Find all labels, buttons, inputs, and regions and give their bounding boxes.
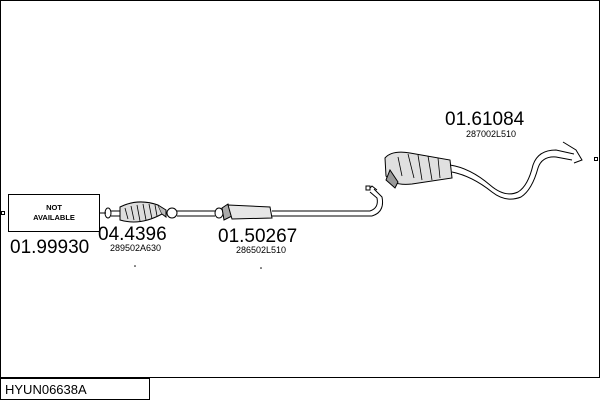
oe-number-label: 287002L510 xyxy=(466,129,517,139)
oe-number-label: 289502A630 xyxy=(110,243,162,253)
right-frame-tick xyxy=(594,157,598,161)
oe-number-label: 286502L510 xyxy=(236,245,287,255)
front-connector-pipe xyxy=(100,207,112,219)
left-frame-tick xyxy=(1,211,5,215)
part-number-label[interactable]: 04.4396 xyxy=(98,224,167,245)
middle-silencer-icon xyxy=(214,203,372,221)
marker-dot xyxy=(260,267,262,269)
part-number-label[interactable]: 01.61084 xyxy=(445,109,525,130)
rear-silencer-icon xyxy=(384,141,583,200)
diagram-border xyxy=(0,0,600,378)
intermediate-pipe xyxy=(365,185,383,217)
part-number-label[interactable]: 01.99930 xyxy=(10,237,90,258)
marker-dot xyxy=(134,265,136,267)
part-number-label[interactable]: 01.50267 xyxy=(218,226,298,247)
reference-code: HYUN06638A xyxy=(5,381,87,397)
not-available-text: NOT AVAILABLE xyxy=(33,202,75,223)
catalytic-converter-icon xyxy=(111,201,215,223)
not-available-box: NOT AVAILABLE xyxy=(8,194,100,232)
reference-code-box: HYUN06638A xyxy=(0,378,150,400)
